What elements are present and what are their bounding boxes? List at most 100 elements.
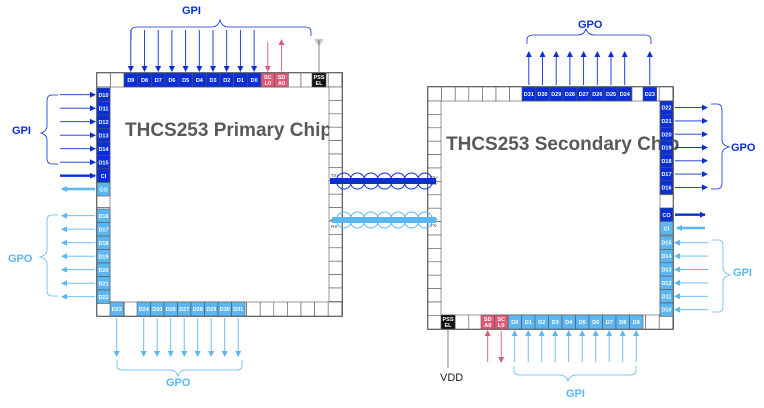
- secondary-bottom-pin: [629, 314, 644, 330]
- primary-left-gpi-pin-label: D15: [98, 160, 108, 166]
- group-label-secondary-bottom: GPI: [566, 388, 585, 400]
- secondary-chip-title: THCS253 Secondary Chip: [446, 134, 679, 155]
- secondary-rx-label: RX+: [430, 175, 439, 180]
- secondary-top-pin-label: D27: [579, 92, 589, 98]
- secondary-right-gpi-pin-label: D12: [661, 281, 671, 287]
- secondary-bottom-pin-label: D6: [592, 320, 599, 326]
- primary-left-gpi-pin-label: D13: [98, 133, 108, 139]
- border-cell: [427, 127, 442, 142]
- primary-bottom-brace: [116, 360, 243, 378]
- secondary-right-gpo-pin: [659, 180, 674, 195]
- border-cell: [645, 314, 660, 330]
- border-cell: [328, 100, 343, 115]
- secondary-right-gpo-pin-label: D16: [661, 185, 671, 191]
- secondary-chip: THCS253 Secondary Chip: [427, 86, 679, 330]
- primary-top-pin-label: D8: [141, 78, 148, 84]
- primary-chip-title: THCS253 Primary Chip: [125, 120, 332, 141]
- primary-left-gpi-pin-label: D12: [98, 120, 108, 126]
- group-braces: [38, 18, 732, 383]
- secondary-top-pin-label: D24: [620, 92, 631, 98]
- primary-left-gpo-brace: [38, 214, 58, 297]
- border-cell: [328, 260, 343, 275]
- rx-twist-loop: [390, 211, 406, 229]
- rx-twist-loop: [417, 211, 433, 229]
- border-cell: [427, 86, 442, 102]
- border-cell: [495, 86, 510, 102]
- border-cell: [273, 301, 288, 317]
- primary-pink-pin-label: SD: [278, 75, 286, 81]
- border-cell: [427, 140, 442, 155]
- primary-top-pin-label: D2: [223, 78, 230, 84]
- rx-twist-loop: [363, 211, 379, 229]
- border-cell: [328, 153, 343, 168]
- border-cell: [658, 86, 674, 102]
- secondary-right-gpo-pin-label: D20: [661, 132, 671, 138]
- secondary-top-pin-label: D26: [592, 92, 602, 98]
- secondary-right-gpi-pin-label: D11: [662, 294, 672, 300]
- primary-pss-label: EL: [315, 81, 323, 87]
- border-cell: [427, 274, 442, 289]
- border-cell: [246, 301, 261, 317]
- secondary-bottom-pin-label: D4: [565, 320, 573, 326]
- primary-pink-pin-label: L0: [265, 81, 271, 87]
- group-label-primary-left-gpi: GPI: [12, 125, 31, 137]
- group-label-primary-top: GPI: [182, 5, 201, 17]
- secondary-top-pin-label: D28: [565, 92, 575, 98]
- primary-bottom-pin: [231, 301, 246, 317]
- tx-twist-loop: [376, 172, 393, 190]
- secondary-pink-pin-label: A0: [484, 323, 491, 329]
- tx-twist-loop: [363, 172, 379, 190]
- primary-top-pin-label: D0: [251, 78, 258, 84]
- secondary-bottom-pin-label: D1: [525, 320, 532, 326]
- border-cell: [123, 301, 139, 317]
- rx-twist-loop: [376, 211, 393, 229]
- secondary-bottom-pin-label: D5: [579, 320, 586, 326]
- border-cell: [659, 194, 674, 209]
- border-cell: [427, 248, 442, 263]
- secondary-ci-pin-label: CI: [664, 226, 670, 232]
- border-cell: [427, 154, 442, 169]
- border-cell: [468, 86, 483, 102]
- secondary-top-pin-label: D29: [551, 92, 561, 98]
- border-cell: [327, 72, 343, 88]
- serial-link: [330, 172, 437, 229]
- secondary-top-pin-label: D25: [606, 92, 616, 98]
- primary-bottom-pin-label: D30: [220, 307, 230, 313]
- group-label-primary-left-gpo: GPO: [8, 253, 33, 265]
- border-cell: [328, 274, 343, 289]
- primary-left-gpo-pin-label: D20: [98, 268, 108, 274]
- secondary-chip-body: [427, 86, 674, 330]
- rx-twist-loop: [336, 211, 352, 229]
- border-cell: [328, 247, 343, 262]
- border-cell: [427, 314, 442, 330]
- border-cell: [427, 301, 442, 316]
- secondary-right-gpo-pin-label: D18: [661, 159, 671, 165]
- primary-left-gpi-pin-label: D14: [98, 147, 109, 153]
- rx-twist-loop: [349, 211, 366, 229]
- primary-pink-pin-label: A0: [278, 81, 285, 87]
- border-cell: [454, 86, 470, 102]
- primary-top-pin-label: D6: [168, 78, 175, 84]
- secondary-pink-pin: [494, 314, 509, 330]
- group-label-secondary-top: GPO: [578, 19, 603, 31]
- primary-bottom-pin-label: D23: [112, 307, 122, 313]
- primary-chip-body: [96, 72, 343, 317]
- primary-left-gpo-pin-label: D21: [98, 281, 108, 287]
- primary-pss-label: PSS: [313, 75, 324, 81]
- primary-left-gpo-pin-label: D22: [98, 295, 108, 301]
- border-cell: [427, 100, 442, 115]
- secondary-right-gpo-pin-label: D17: [661, 172, 671, 178]
- secondary-right-gpo-pin-label: D21: [661, 119, 671, 125]
- border-cell: [110, 72, 125, 88]
- border-cell: [328, 86, 343, 101]
- primary-rx-label: RX-: [331, 224, 339, 229]
- primary-bottom-pin: [109, 301, 124, 317]
- border-cell: [96, 301, 111, 317]
- border-cell: [327, 301, 343, 317]
- border-cell: [328, 234, 343, 249]
- secondary-bottom-pin-label: D8: [619, 320, 626, 326]
- secondary-pss-label: PSS: [442, 317, 453, 323]
- primary-left-gpo-pin-label: D17: [98, 227, 108, 233]
- secondary-top-pin-label: D30: [538, 92, 548, 98]
